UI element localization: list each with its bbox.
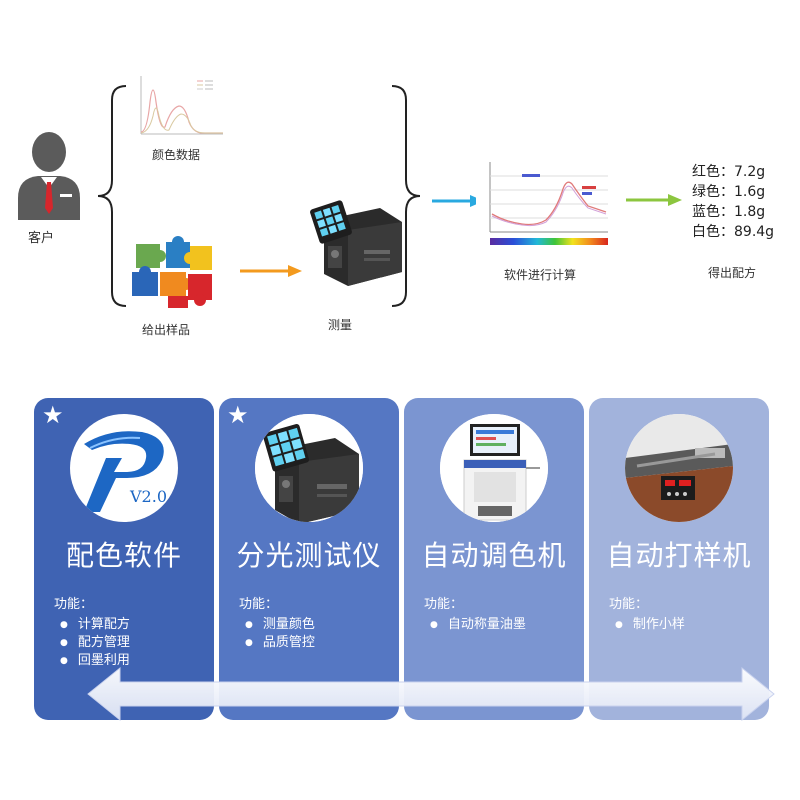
card-functions: 功能： 计算配方 配方管理 回墨利用 — [54, 596, 130, 670]
func-item: 配方管理 — [54, 634, 130, 652]
color-data-label: 颜色数据 — [152, 148, 201, 162]
spectro-device-icon — [255, 414, 363, 522]
func-item: 测量颜色 — [239, 616, 315, 634]
card-auto-proofer: 自动打样机 功能： 制作小样 — [589, 398, 769, 720]
dispenser-machine-icon — [440, 414, 548, 522]
customer-person-icon — [18, 132, 80, 220]
card-functions: 功能： 制作小样 — [609, 596, 685, 634]
func-label: 功能： — [609, 597, 649, 612]
logo-version: V2.0 — [129, 487, 167, 506]
software-logo: V2.0 — [70, 414, 178, 522]
card-title: 自动打样机 — [606, 539, 752, 572]
card-title: 自动调色机 — [421, 539, 567, 572]
func-item: 制作小样 — [609, 616, 685, 634]
recipe-item: 白色：89.4g — [692, 224, 775, 240]
func-item: 计算配方 — [54, 616, 130, 634]
measure-label: 测量 — [328, 318, 353, 332]
proofer-image — [625, 414, 733, 522]
func-label: 功能： — [54, 597, 94, 612]
func-label: 功能： — [239, 597, 279, 612]
star-icon: ★ — [42, 401, 64, 429]
recipe-item: 蓝色：1.8g — [692, 204, 766, 220]
star-icon: ★ — [227, 401, 249, 429]
dispenser-image — [440, 414, 548, 522]
recipe-item: 红色：7.2g — [692, 164, 766, 180]
left-brace — [97, 85, 127, 307]
card-title: 配色软件 — [65, 539, 182, 572]
card-title: 分光测试仪 — [236, 539, 382, 572]
software-label: 软件进行计算 — [504, 268, 577, 282]
func-item: 自动称量油墨 — [424, 616, 526, 634]
sample-label: 给出样品 — [142, 323, 191, 337]
orange-arrow-icon — [240, 265, 302, 277]
green-arrow-icon — [626, 194, 682, 206]
recipe-list: 红色：7.2g 绿色：1.6g 蓝色：1.8g 白色：89.4g — [692, 162, 774, 242]
card-functions: 功能： 自动称量油墨 — [424, 596, 526, 634]
card-auto-dispenser: 自动调色机 功能： 自动称量油墨 — [404, 398, 584, 720]
result-label: 得出配方 — [708, 266, 757, 280]
proofer-machine-icon — [625, 414, 733, 522]
double-arrow-icon — [87, 666, 775, 722]
card-functions: 功能： 测量颜色 品质管控 — [239, 596, 315, 652]
spectrum-chart-icon — [476, 156, 612, 252]
spectro-device-icon — [310, 200, 402, 286]
func-label: 功能： — [424, 597, 464, 612]
spectrophotometer-image — [255, 414, 363, 522]
card-color-software: ★ V2.0 配色软件 功能： 计算配方 配方管理 回墨利用 — [34, 398, 214, 720]
customer-label: 客户 — [28, 231, 55, 246]
card-spectrophotometer: ★ 分光测试仪 功能： 测量颜色 品质管控 — [219, 398, 399, 720]
sample-puzzle-icon — [132, 236, 212, 308]
color-data-chart-icon — [135, 72, 225, 138]
func-item: 回墨利用 — [54, 652, 130, 670]
right-brace — [391, 85, 421, 307]
func-item: 品质管控 — [239, 634, 315, 652]
p-logo-icon: V2.0 — [84, 431, 167, 512]
recipe-item: 绿色：1.6g — [692, 184, 766, 200]
